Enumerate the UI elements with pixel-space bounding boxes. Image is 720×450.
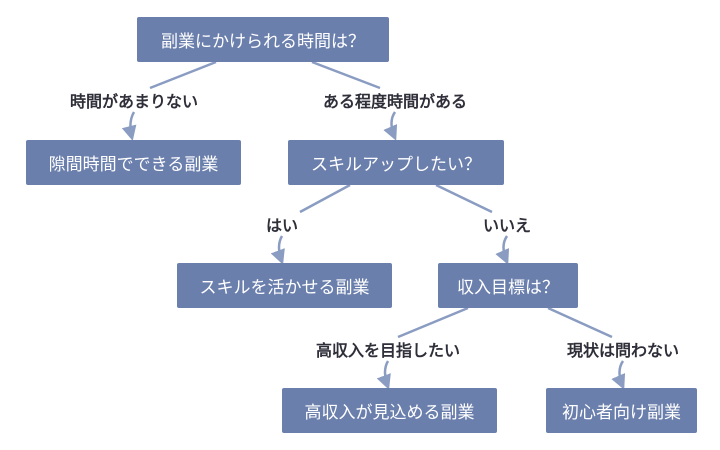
edge-label-no: いいえ bbox=[482, 216, 532, 235]
edge-income-to-aim-high bbox=[397, 306, 469, 339]
edge-label-low-time: 時間があまりない bbox=[69, 92, 199, 111]
node-skill-up-question: スキルアップしたい？ bbox=[288, 140, 504, 185]
edge-income-to-any bbox=[547, 306, 613, 339]
node-time-question: 副業にかけられる時間は？ bbox=[137, 17, 389, 62]
edge-root-to-low-time bbox=[149, 60, 217, 90]
edge-some-time-to-skill bbox=[383, 111, 398, 141]
edge-yes-to-use-skill bbox=[270, 235, 285, 265]
edge-no-to-income bbox=[495, 235, 510, 265]
edge-label-any: 現状は問わない bbox=[566, 341, 680, 360]
node-spare-time-jobs: 隙間時間でできる副業 bbox=[26, 140, 241, 185]
edge-any-to-beginner bbox=[611, 360, 626, 390]
node-skill-use-jobs: スキルを活かせる副業 bbox=[177, 263, 392, 308]
edge-skill-to-no bbox=[435, 183, 493, 214]
edge-label-some-time: ある程度時間がある bbox=[322, 92, 468, 111]
node-high-income-jobs: 高収入が見込める副業 bbox=[282, 388, 497, 433]
node-income-goal-question: 収入目標は？ bbox=[438, 263, 578, 308]
edge-low-time-to-gap bbox=[121, 111, 137, 141]
edge-skill-to-yes bbox=[299, 183, 351, 214]
edge-label-aim-high: 高収入を目指したい bbox=[315, 341, 461, 360]
node-beginner-jobs: 初心者向け副業 bbox=[546, 388, 697, 433]
edge-root-to-some-time bbox=[311, 60, 381, 90]
edge-aim-high-to-high-income bbox=[376, 360, 391, 390]
edge-label-yes: はい bbox=[265, 216, 299, 235]
